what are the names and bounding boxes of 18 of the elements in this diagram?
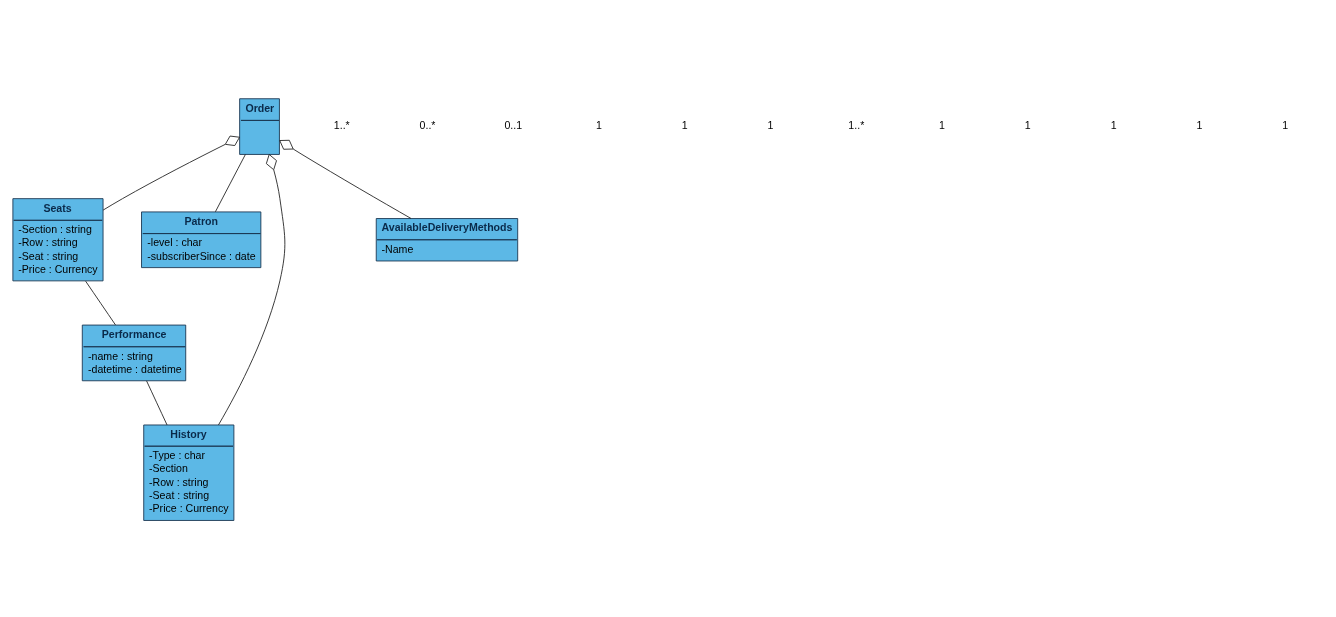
connector xyxy=(102,135,240,211)
label: 1 xyxy=(1024,119,1031,132)
label: 0..* xyxy=(419,119,436,132)
label: 1 xyxy=(939,119,946,132)
label: 1 xyxy=(596,119,602,132)
connector xyxy=(279,139,412,219)
label: 1..* xyxy=(848,119,865,132)
label: 1 xyxy=(1110,119,1117,132)
connector xyxy=(85,280,116,326)
label: 1 xyxy=(767,119,774,132)
label: 1 xyxy=(681,119,688,132)
label: 0..1 xyxy=(504,119,523,132)
connector xyxy=(146,380,168,426)
label: 1 xyxy=(1282,119,1289,132)
connector xyxy=(218,154,286,426)
label: 1 xyxy=(1196,119,1203,132)
connector xyxy=(214,154,246,213)
label: 1..* xyxy=(333,119,350,132)
